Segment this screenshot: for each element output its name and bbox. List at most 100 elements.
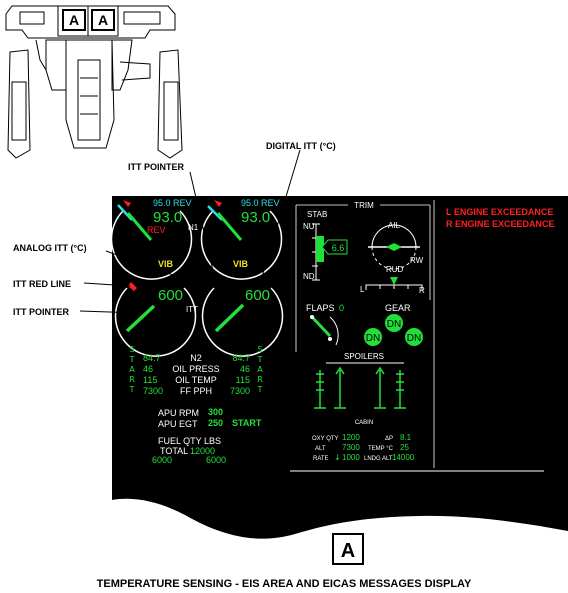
svg-text:7300: 7300 bbox=[230, 386, 250, 396]
svg-text:46: 46 bbox=[143, 364, 153, 374]
svg-text:A: A bbox=[98, 12, 108, 28]
svg-text:GEAR: GEAR bbox=[385, 303, 411, 313]
svg-text:FF PPH: FF PPH bbox=[180, 386, 212, 396]
n1-left-rev: REV bbox=[147, 225, 166, 235]
callout-itt-red-line: ITT RED LINE bbox=[13, 279, 71, 289]
n1-gauge-right: 95.0 REV 93.0 bbox=[200, 198, 283, 280]
spoiler-panel bbox=[314, 370, 326, 409]
svg-text:1000: 1000 bbox=[342, 453, 360, 462]
n1-right-target: 95.0 REV bbox=[241, 198, 280, 208]
params-left: 84.7 46 115 7300 bbox=[143, 353, 163, 396]
start-right: S T A R T bbox=[257, 345, 264, 394]
svg-text:ALT: ALT bbox=[315, 446, 326, 452]
svg-text:6000: 6000 bbox=[206, 455, 226, 465]
svg-text:6000: 6000 bbox=[152, 455, 172, 465]
cockpit-drawing bbox=[5, 5, 183, 159]
svg-text:CABIN: CABIN bbox=[355, 420, 373, 426]
svg-text:DN: DN bbox=[366, 333, 380, 344]
itt-right-value: 600 bbox=[245, 287, 270, 304]
flaps-indicator: FLAPS 0 bbox=[306, 303, 344, 346]
n1-right-value: 93.0 bbox=[241, 209, 270, 226]
trim-frame bbox=[295, 204, 431, 352]
svg-text:STAB: STAB bbox=[307, 210, 327, 219]
itt-gauge-right: 600 bbox=[201, 287, 284, 357]
svg-text:0: 0 bbox=[339, 303, 344, 313]
svg-text:7300: 7300 bbox=[143, 386, 163, 396]
svg-text:APU EGT: APU EGT bbox=[158, 419, 198, 429]
svg-text:A: A bbox=[257, 365, 263, 374]
svg-text:115: 115 bbox=[143, 375, 157, 385]
svg-text:START: START bbox=[232, 418, 262, 428]
svg-text:LNDG ALT: LNDG ALT bbox=[364, 456, 393, 462]
svg-text:84.7: 84.7 bbox=[232, 353, 250, 363]
svg-text:A: A bbox=[69, 12, 79, 28]
trim-title: TRIM bbox=[354, 201, 374, 210]
n1-left-value: 93.0 bbox=[153, 209, 182, 226]
svg-text:S: S bbox=[129, 345, 134, 354]
svg-text:S: S bbox=[257, 345, 262, 354]
stab-pointer: 6.6 bbox=[321, 239, 348, 255]
svg-text:TOTAL: TOTAL bbox=[160, 446, 188, 456]
gear-center-indicator bbox=[385, 314, 403, 332]
cockpit-marker-left[interactable]: A bbox=[62, 9, 86, 31]
svg-text:RUD: RUD bbox=[386, 265, 404, 274]
svg-text:R: R bbox=[257, 375, 263, 384]
svg-text:A: A bbox=[341, 540, 355, 562]
stab-band bbox=[316, 236, 324, 262]
svg-text:FLAPS: FLAPS bbox=[306, 303, 335, 313]
params-labels: N2 OIL PRESS OIL TEMP FF PPH bbox=[172, 353, 219, 396]
svg-text:OIL TEMP: OIL TEMP bbox=[175, 375, 217, 385]
svg-text:250: 250 bbox=[208, 418, 223, 428]
svg-text:OXY QTY: OXY QTY bbox=[312, 436, 339, 442]
itt-left-value: 600 bbox=[158, 287, 183, 304]
fuel-block: FUEL QTY LBS TOTAL 12000 6000 6000 bbox=[152, 436, 226, 465]
svg-text:T: T bbox=[257, 385, 263, 394]
vib-right: VIB bbox=[233, 259, 249, 269]
stab-trim: STAB NU ND bbox=[303, 210, 327, 281]
svg-text:↓: ↓ bbox=[334, 453, 341, 462]
svg-text:DN: DN bbox=[407, 333, 421, 344]
callout-leaders bbox=[79, 149, 301, 319]
svg-text:8.1: 8.1 bbox=[400, 433, 412, 442]
svg-text:ND: ND bbox=[303, 272, 315, 281]
spoiler-panel bbox=[374, 366, 386, 409]
rudder-trim: RUD L R bbox=[360, 265, 425, 295]
cockpit-marker-right[interactable]: A bbox=[91, 9, 115, 31]
view-marker: A bbox=[332, 533, 364, 565]
svg-text:L: L bbox=[360, 285, 365, 294]
figure-caption: TEMPERATURE SENSING - EIS AREA AND EICAS… bbox=[97, 578, 472, 590]
gear-left-indicator bbox=[364, 328, 382, 346]
svg-text:T: T bbox=[257, 355, 263, 364]
svg-text:T: T bbox=[129, 385, 135, 394]
svg-text:DN: DN bbox=[387, 319, 401, 330]
svg-text:RATE: RATE bbox=[313, 456, 329, 462]
svg-text:115: 115 bbox=[236, 375, 250, 385]
svg-text:R: R bbox=[129, 375, 135, 384]
cabin-block: CABIN OXY QTY 1200 ΔP 8.1 ALT 7300 TEMP … bbox=[312, 420, 415, 462]
spoilers-indicator bbox=[314, 362, 406, 409]
itt-label: ITT bbox=[186, 305, 198, 314]
svg-text:APU RPM: APU RPM bbox=[158, 408, 199, 418]
svg-text:14000: 14000 bbox=[392, 453, 415, 462]
svg-text:N2: N2 bbox=[190, 353, 202, 363]
itt-red-line-mark bbox=[128, 282, 137, 291]
eicas-messages: L ENGINE EXCEEDANCE R ENGINE EXCEEDANCE bbox=[446, 207, 555, 229]
callout-analog-itt: ANALOG ITT (°C) bbox=[13, 243, 87, 253]
vib-left: VIB bbox=[158, 259, 174, 269]
n1-left-target: 95.0 REV bbox=[153, 198, 192, 208]
apu-block: APU RPM 300 APU EGT 250 START bbox=[158, 407, 262, 429]
n1-label: N1 bbox=[188, 223, 199, 232]
svg-text:OIL PRESS: OIL PRESS bbox=[172, 364, 219, 374]
gear-right-indicator bbox=[405, 328, 423, 346]
svg-text:T: T bbox=[129, 355, 135, 364]
eicas-message-r-engine: R ENGINE EXCEEDANCE bbox=[446, 219, 555, 229]
aileron-trim: AIL RW bbox=[368, 221, 424, 270]
svg-text:12000: 12000 bbox=[190, 446, 215, 456]
svg-text:FUEL QTY LBS: FUEL QTY LBS bbox=[158, 436, 221, 446]
callout-itt-pointer-top: ITT POINTER bbox=[128, 162, 185, 172]
start-left: S T A R T bbox=[129, 345, 136, 394]
svg-text:NU: NU bbox=[303, 222, 315, 231]
svg-text:300: 300 bbox=[208, 407, 223, 417]
spoilers-label: SPOILERS bbox=[344, 352, 384, 361]
callout-itt-pointer-left: ITT POINTER bbox=[13, 307, 70, 317]
